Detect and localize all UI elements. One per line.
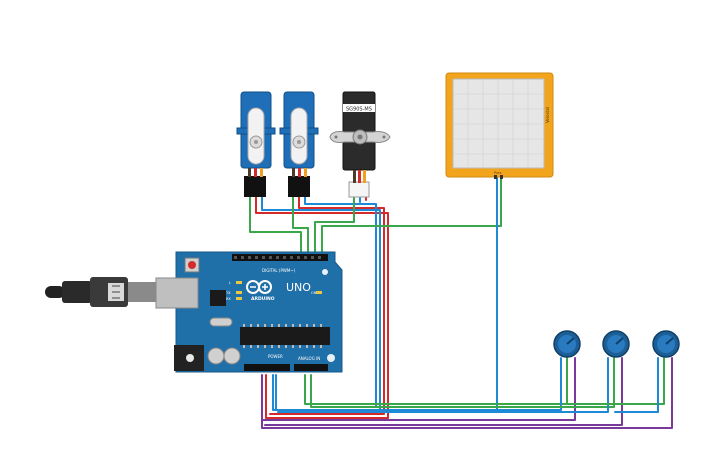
potentiometer-3[interactable] xyxy=(652,330,680,358)
arduino-logo-icon xyxy=(246,280,272,294)
sensor-bottom-label: Pres xyxy=(494,171,502,175)
wire-sensor-green[interactable] xyxy=(321,176,502,256)
reset-button[interactable] xyxy=(188,261,196,269)
servo-connector xyxy=(288,176,310,197)
wire-servo1-blue[interactable] xyxy=(261,196,381,411)
arduino-uno-board[interactable]: UNO ARDUINO DIGITAL (PWM~) ANALOG IN POW… xyxy=(155,251,343,373)
power-header[interactable] xyxy=(244,364,290,371)
wire-servo1-red[interactable] xyxy=(255,196,389,419)
servo-3-label: SG90S-MS xyxy=(346,107,372,113)
on-label: ON xyxy=(311,291,317,295)
board-brand-text: ARDUINO xyxy=(251,296,275,302)
wire-pot3-blue[interactable] xyxy=(614,357,659,413)
wire-pot2-blue[interactable] xyxy=(277,357,609,413)
wire-pot1-green[interactable] xyxy=(304,357,568,405)
potentiometer-1[interactable] xyxy=(553,330,581,358)
servo-connector xyxy=(244,176,266,197)
analog-header[interactable] xyxy=(294,364,328,371)
capacitor xyxy=(207,347,225,365)
wire-pot3-purple[interactable] xyxy=(261,357,673,429)
wire-pot1-blue[interactable] xyxy=(275,357,562,411)
power-label: POWER xyxy=(268,354,283,359)
sensor-side-label: Velostat xyxy=(545,106,550,123)
wire-pot3-green[interactable] xyxy=(567,357,665,405)
digital-label: DIGITAL (PWM~) xyxy=(262,268,296,273)
potentiometer-2[interactable] xyxy=(602,330,630,358)
wire-servo1-green[interactable] xyxy=(249,196,302,256)
tx-label: TX xyxy=(225,291,231,295)
digital-header[interactable] xyxy=(232,254,328,261)
capacitor xyxy=(223,347,241,365)
analog-label: ANALOG IN xyxy=(298,356,320,361)
wire-pot1-purple[interactable] xyxy=(261,357,576,421)
servo-3[interactable]: SG90S-MS xyxy=(329,91,391,198)
usb-cable xyxy=(45,277,158,307)
wire-servo3-green[interactable] xyxy=(314,196,355,256)
servo-connector xyxy=(348,181,370,198)
l-label: L xyxy=(229,281,231,285)
wire-servo2-blue[interactable] xyxy=(304,196,377,407)
microcontroller-chip xyxy=(240,327,330,345)
wires xyxy=(249,176,673,429)
wire-servo2-red[interactable] xyxy=(269,196,385,415)
board-logo-text: UNO xyxy=(286,281,311,294)
servo-1[interactable] xyxy=(236,91,276,197)
usb-jack xyxy=(155,277,199,309)
rx-label: RX xyxy=(226,297,231,301)
wire-pot2-purple[interactable] xyxy=(264,357,623,426)
wire-pot2-green[interactable] xyxy=(310,357,615,408)
pressure-sensor[interactable]: Velostat Pres xyxy=(445,72,554,179)
wire-servo2-green[interactable] xyxy=(292,196,309,256)
servo-2[interactable] xyxy=(279,91,319,197)
